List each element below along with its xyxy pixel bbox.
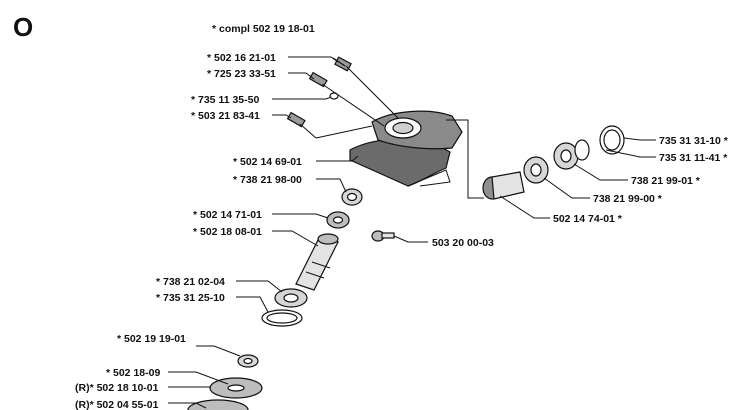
bevel-gear-502-14-71-01: [326, 211, 350, 229]
label-725-23-33-51: * 725 23 33-51: [207, 68, 276, 80]
bearing-738-21-98-00: [341, 188, 363, 206]
label-502-14-74-01: 502 14 74-01 *: [553, 213, 623, 225]
label-502-18-08-01: * 502 18 08-01: [193, 226, 262, 238]
bearing-738-21-99-01: [553, 142, 579, 170]
disc-502-18-10-01: [209, 377, 263, 399]
label-502-19-19-01: * 502 19 19-01: [117, 333, 186, 345]
label-502-18-09: * 502 18-09: [106, 367, 160, 379]
label-503-21-83-41: * 503 21 83-41: [191, 110, 260, 122]
assembly-label: * compl 502 19 18-01: [212, 23, 315, 35]
disc-502-04-55-01: [187, 399, 249, 410]
part-labels: * 502 16 21-01 * 725 23 33-51 * 735 11 3…: [75, 52, 729, 410]
label-502-14-71-01: * 502 14 71-01: [193, 209, 262, 221]
label-738-21-02-04: * 738 21 02-04: [156, 276, 225, 288]
ring-735-31-11-41: [574, 139, 590, 161]
bolt-503-20-00-03: [371, 230, 395, 242]
washer-735-11-35-50: [329, 92, 339, 100]
label-502-18-10-01: (R)* 502 18 10-01: [75, 382, 159, 394]
label-735-31-31-10: 735 31 31-10 *: [659, 135, 729, 147]
circlip-735-31-25-10: [261, 309, 303, 327]
screw-725-23-33-51: [308, 71, 328, 88]
gear-housing: [349, 110, 463, 187]
label-738-21-99-01: 738 21 99-01 *: [631, 175, 701, 187]
label-735-11-35-50: * 735 11 35-50: [191, 94, 259, 106]
screw-503-21-83-41: [286, 111, 306, 128]
bearing-738-21-02-04: [274, 288, 308, 308]
label-738-21-98-00: * 738 21 98-00: [233, 174, 302, 186]
circlip-735-31-31-10: [599, 125, 625, 155]
label-735-31-25-10: * 735 31 25-10: [156, 292, 225, 304]
bearing-738-21-99-00: [523, 156, 549, 184]
pinion-shaft-502-14-74-01: [482, 171, 525, 200]
label-502-16-21-01: * 502 16 21-01: [207, 52, 276, 64]
label-502-04-55-01: (R)* 502 04 55-01: [75, 399, 159, 410]
label-502-14-69-01: * 502 14 69-01: [233, 156, 302, 168]
sleeve-502-19-19-01: [237, 354, 259, 368]
leader-lines: [168, 56, 656, 409]
label-738-21-99-00: 738 21 99-00 *: [593, 193, 663, 205]
section-marker: O: [13, 12, 33, 42]
shaft-502-18-08-01: [295, 233, 339, 291]
label-735-31-11-41: 735 31 11-41 *: [659, 152, 728, 164]
label-503-20-00-03: 503 20 00-03: [432, 237, 494, 249]
